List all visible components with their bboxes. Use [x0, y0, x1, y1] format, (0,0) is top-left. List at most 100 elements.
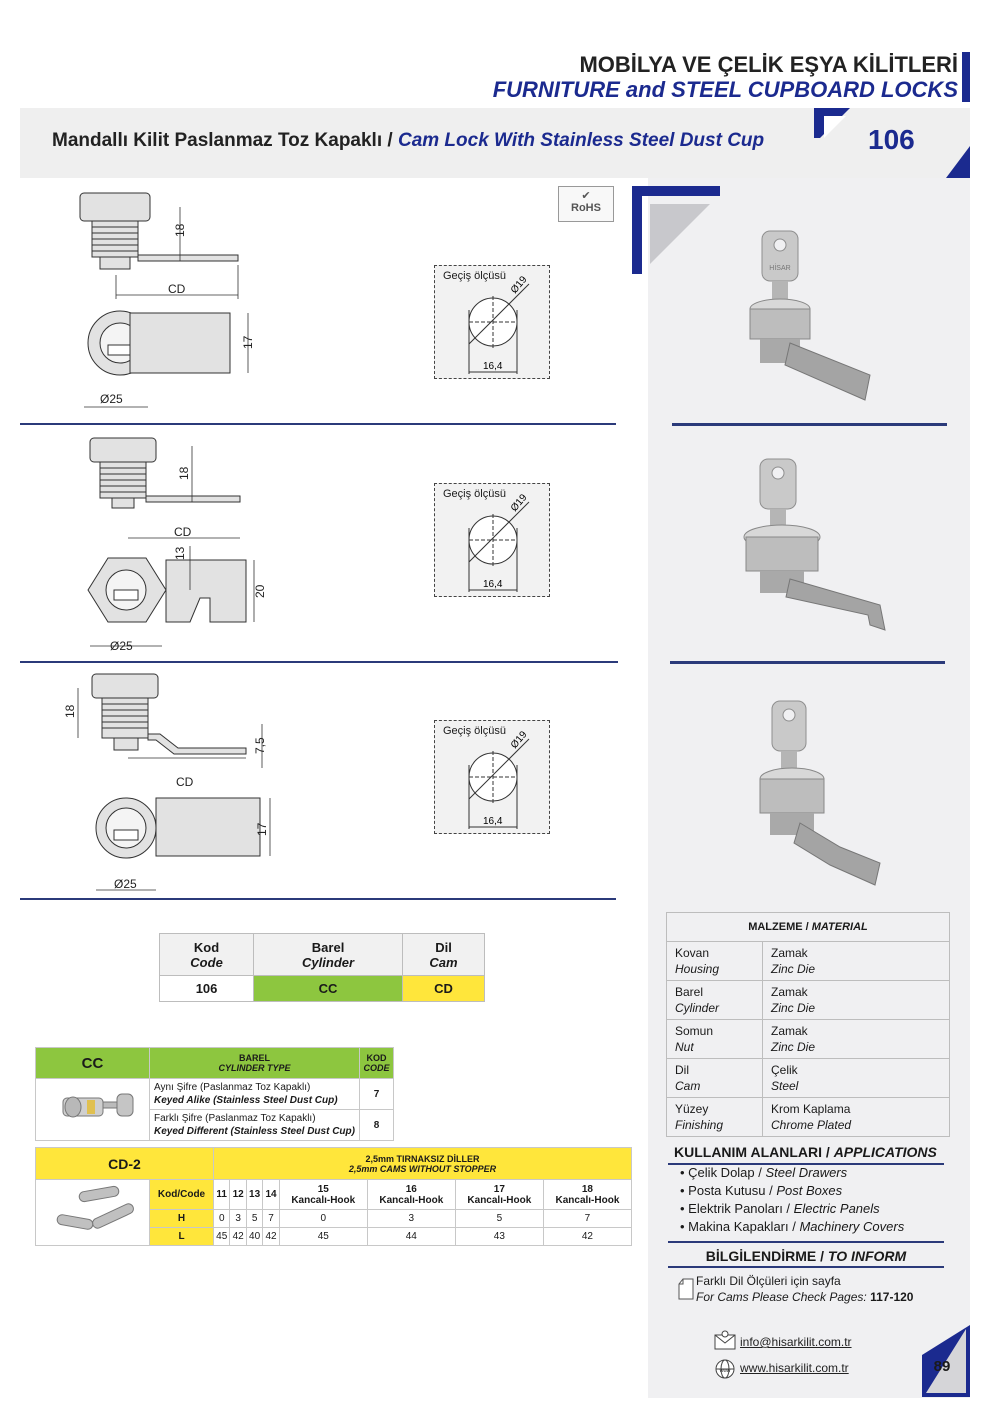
dim-diameter-25: Ø25	[100, 392, 123, 406]
cutout-label: Geçiş ölçüsü	[443, 488, 506, 500]
product-photo-1: HİSAR	[749, 230, 871, 401]
header-accent-bar	[962, 52, 970, 102]
cutout-width-label: 16,4	[483, 816, 503, 827]
dim-cd: CD	[168, 282, 186, 296]
list-item: • Posta Kutusu / Post Boxes	[680, 1183, 843, 1198]
material-table-title: MALZEME / MATERIAL	[666, 912, 950, 942]
header-title-tr: MOBİLYA VE ÇELİK EŞYA KİLİTLERİ	[579, 52, 958, 77]
document-icon	[678, 1278, 694, 1300]
dim-width-20: 20	[253, 584, 267, 598]
cd-image-cell	[35, 1179, 150, 1246]
inform-rule-top	[668, 1241, 944, 1243]
product-title: Mandallı Kilit Paslanmaz Toz Kapaklı / C…	[52, 130, 764, 152]
email-link[interactable]: info@hisarkilit.com.tr	[740, 1335, 852, 1349]
dim-hook-13: 13	[173, 546, 187, 560]
dim-diameter-25: Ø25	[114, 877, 137, 891]
product-title-tr: Mandallı Kilit Paslanmaz Toz Kapaklı /	[52, 130, 393, 151]
cc-title: CC	[35, 1047, 150, 1079]
drawing-1: 18 CD 17 Ø25	[79, 192, 255, 408]
dim-height-18: 18	[173, 223, 187, 237]
globe-icon: www	[715, 1359, 735, 1379]
dim-width-17: 17	[255, 822, 269, 836]
panel-corner-decoration	[632, 186, 720, 274]
key-logo-text: HİSAR	[769, 263, 790, 272]
rohs-badge: ✔ RoHS	[558, 186, 614, 222]
cutout-label: Geçiş ölçüsü	[443, 270, 506, 282]
cutout-dia-label: Ø19	[509, 492, 530, 514]
code-value: 106	[158, 975, 255, 1002]
corner-decoration-2	[946, 146, 970, 178]
dim-diameter-25: Ø25	[110, 639, 133, 653]
cutout-dia-label: Ø19	[509, 729, 530, 751]
cd-kod-label: Kod/Code	[149, 1179, 214, 1210]
applications-title: KULLANIM ALANLARI / APPLICATIONS	[674, 1144, 937, 1160]
list-item: • Çelik Dolap / Steel Drawers	[680, 1165, 848, 1180]
drawing-2: 18 CD 13 20 Ø25	[87, 437, 267, 653]
cylinder-value: CC	[253, 975, 403, 1002]
cutout-dia-label: Ø19	[509, 274, 530, 296]
page-number: 89	[933, 1358, 951, 1375]
cylinder-key-image	[62, 1093, 133, 1118]
cc-image-cell	[35, 1078, 150, 1141]
list-item: • Makina Kapakları / Machinery Covers	[680, 1219, 905, 1234]
cd-title: CD-2	[35, 1147, 214, 1180]
applications-rule	[668, 1163, 944, 1165]
dim-width-17: 17	[241, 335, 255, 349]
cutout-width-label: 16,4	[483, 579, 503, 590]
applications-list: • Çelik Dolap / Steel Drawers • Posta Ku…	[680, 1164, 904, 1236]
photo-separator-1	[672, 423, 947, 426]
web-link[interactable]: www.hisarkilit.com.tr	[740, 1361, 849, 1375]
dim-offset-75: 7,5	[253, 737, 267, 754]
cutout-label: Geçiş ölçüsü	[443, 725, 506, 737]
cutout-box-2: Geçiş ölçüsü Ø19 16,4	[434, 483, 550, 597]
cam-value: CD	[402, 975, 485, 1002]
cutout-diagram: Ø19 16,4	[468, 492, 530, 592]
corner-decoration	[814, 108, 850, 138]
rohs-label: RoHS	[571, 202, 601, 214]
section-separator-3	[20, 898, 616, 900]
photo-separator-2	[670, 661, 945, 664]
inform-text: Farklı Dil Ölçüleri için sayfa For Cams …	[696, 1274, 914, 1304]
table-row: Aynı Şifre (Paslanmaz Toz Kapaklı)Keyed …	[35, 1078, 394, 1141]
table-row: H 0 3 5 7 0 3 5 7	[36, 1209, 633, 1228]
rohs-check-icon: ✔	[581, 190, 591, 202]
cutout-box-1: Geçiş ölçüsü Ø19 16,4	[434, 265, 550, 379]
cutout-width-label: 16,4	[483, 361, 503, 372]
table-row: Farklı Şifre (Paslanmaz Toz Kapaklı)Keye…	[36, 1109, 394, 1141]
section-separator-1	[20, 423, 616, 425]
page-corner-decoration	[922, 1325, 970, 1397]
product-code: 106	[868, 124, 915, 155]
list-item: • Elektrik Panoları / Electric Panels	[680, 1201, 880, 1216]
email-icon	[714, 1330, 736, 1350]
cutout-diagram: Ø19 16,4	[468, 729, 530, 829]
table-row: L 45 42 40 42 45 44 43 42	[36, 1227, 633, 1246]
dim-cd: CD	[174, 525, 192, 539]
cam-image	[56, 1185, 134, 1230]
drawing-3: 18 CD 7,5 17 Ø25	[63, 673, 271, 891]
dim-height-18: 18	[177, 466, 191, 480]
header-title-en: FURNITURE and STEEL CUPBOARD LOCKS	[492, 77, 958, 102]
inform-title: BİLGİLENDİRME / TO INFORM	[705, 1248, 907, 1264]
product-photo-3	[759, 700, 881, 886]
inform-rule	[668, 1266, 944, 1268]
title-band	[20, 108, 970, 178]
section-separator-2	[20, 661, 618, 663]
globe-icon-text: www	[720, 1368, 731, 1374]
cutout-box-3: Geçiş ölçüsü Ø19 16,4	[434, 720, 550, 834]
product-photo-2	[743, 458, 886, 631]
dim-cd: CD	[176, 775, 194, 789]
product-title-en: Cam Lock With Stainless Steel Dust Cup	[397, 130, 765, 151]
dim-height-18: 18	[63, 704, 77, 718]
